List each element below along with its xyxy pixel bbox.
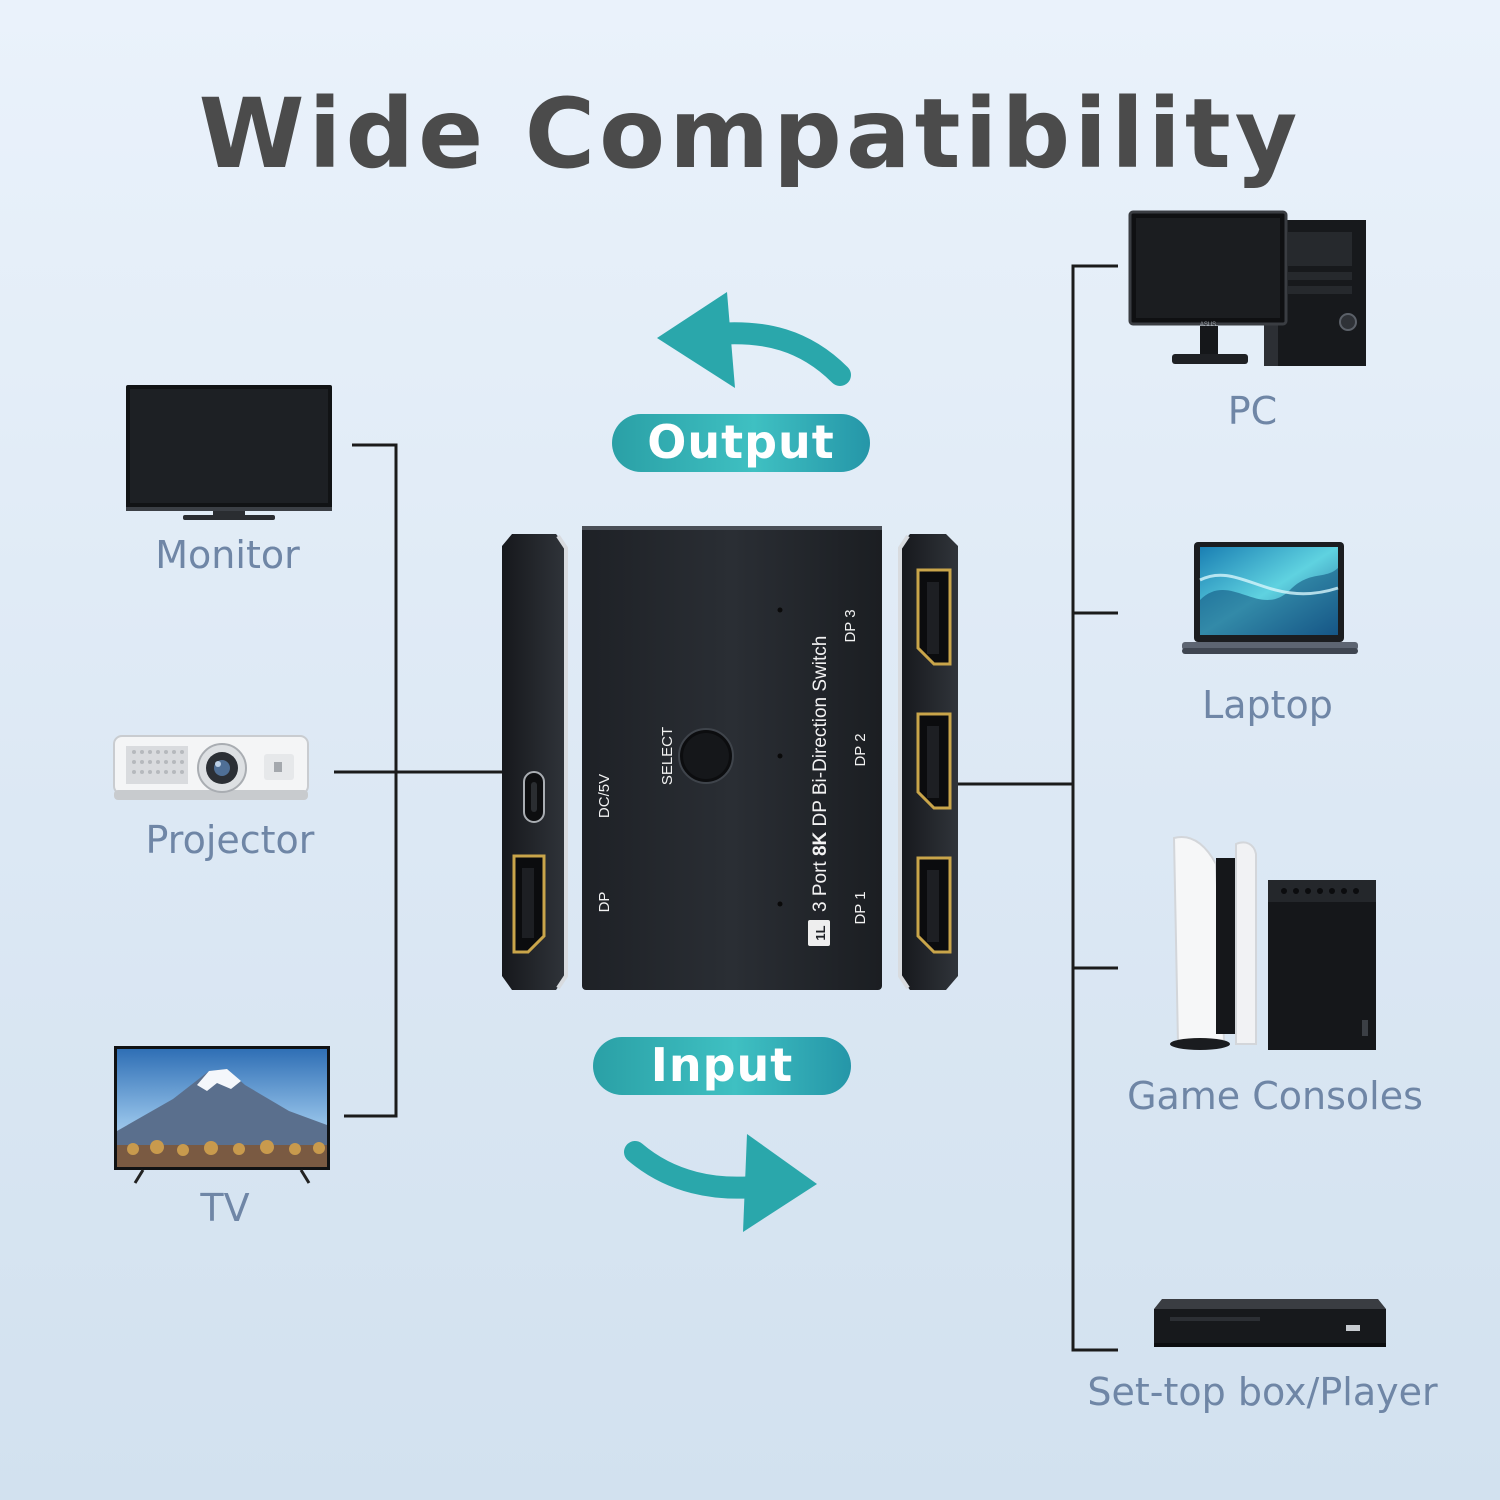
dc-label: DC/5V [596,774,613,818]
pc-brand: ASUS [1200,322,1216,328]
led-dp1 [777,901,783,907]
dp1-label: DP 1 [852,891,869,924]
input-arrow-icon [624,1134,817,1232]
usb-c-port-icon [523,771,545,823]
device-name: 3 Port 8K DP Bi-Direction Switch [810,636,831,912]
dp-switch-device: DP 3 DP 2 DP 1 SELECT DC/5V DP 1L 3 Port… [500,524,965,996]
led-dp3 [777,607,783,613]
brand-logo-text: 1L [813,925,828,940]
device-name-suffix: DP Bi-Direction Switch [810,636,831,832]
output-pill-label: Output [647,415,835,469]
output-arrow-icon [657,292,851,388]
led-dp2 [777,753,783,759]
input-label-game-consoles: Game Consoles [1127,1074,1423,1118]
input-pill: Input [593,1037,851,1095]
laptop-icon [1182,542,1358,654]
dp3-label: DP 3 [842,609,859,642]
input-label-laptop: Laptop [1202,683,1333,727]
output-pill: Output [612,414,870,472]
page-title: Wide Compatibility [198,78,1302,190]
device-name-prefix: 3 Port [810,856,831,912]
select-label: SELECT [659,727,676,785]
desktop-pc-icon: ASUS [1128,210,1366,366]
projector-icon [113,735,309,800]
device-name-bold: 8K [810,831,831,856]
output-label-tv: TV [200,1186,250,1230]
set-top-box-icon [1154,1299,1386,1347]
input-bracket [955,264,1118,1352]
input-pill-label: Input [650,1038,794,1092]
output-label-monitor: Monitor [155,533,300,577]
dp1-port-icon [916,856,952,954]
tv-icon [114,1046,330,1184]
dp-port-left-icon [512,854,546,954]
dp2-label: DP 2 [852,733,869,766]
game-console-icon [1170,836,1376,1050]
dp-input-label: DP [596,892,613,913]
output-label-projector: Projector [145,818,315,862]
dp2-port-icon [916,712,952,810]
input-label-set-top-box: Set-top box/Player [1087,1370,1438,1414]
output-bracket [334,443,503,1118]
monitor-icon [126,385,332,520]
brand-logo-icon: 1L [808,920,830,946]
dp3-port-icon [916,568,952,666]
select-button-icon [678,728,734,784]
input-label-pc: PC [1227,389,1278,433]
